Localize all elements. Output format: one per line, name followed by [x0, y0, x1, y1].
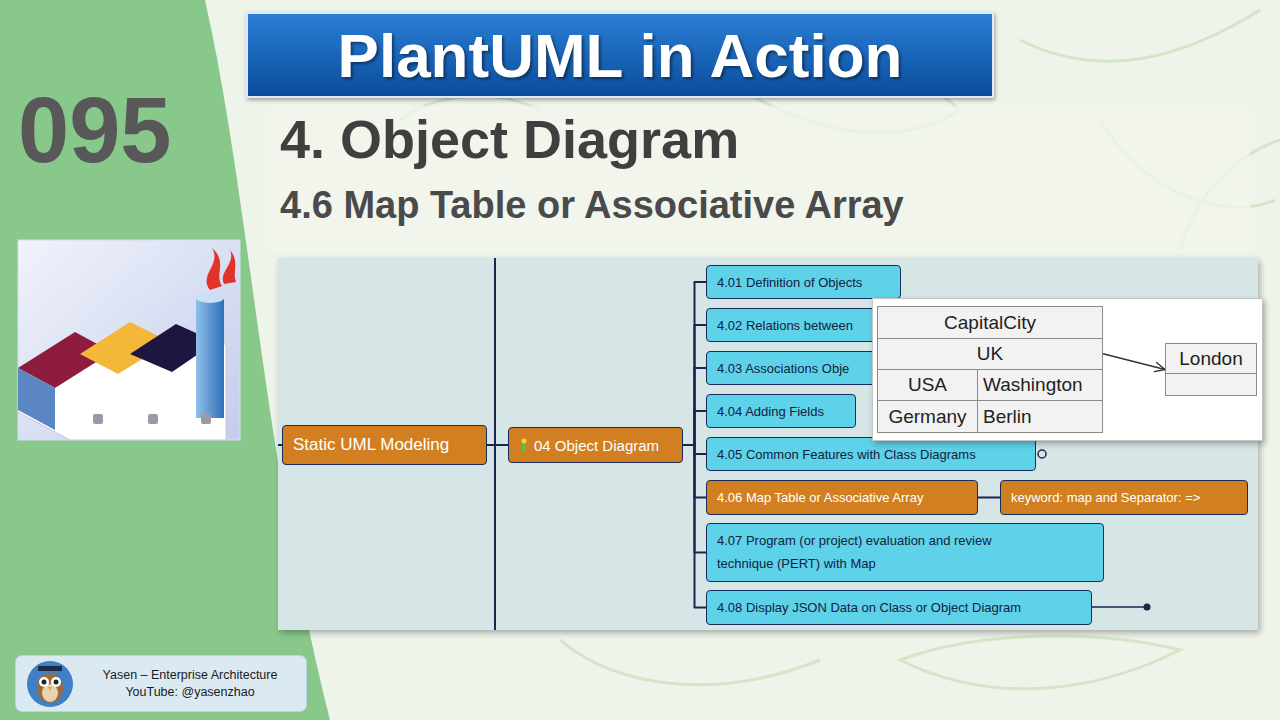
- note-topic: keyword: map and Separator: =>: [1000, 480, 1248, 515]
- connector: [978, 497, 1000, 498]
- subtopic: 4.08 Display JSON Data on Class or Objec…: [706, 590, 1092, 625]
- map-key-cell: USA: [878, 369, 978, 400]
- subtopic: 4.03 Associations Obje: [706, 351, 888, 385]
- node-text: Germany: [888, 406, 966, 428]
- node-text: keyword: map and Separator: =>: [1011, 490, 1200, 505]
- tail-dot: [1144, 604, 1151, 611]
- object-header: London: [1166, 344, 1256, 374]
- connector: [683, 282, 706, 445]
- plantuml-logo: [18, 240, 240, 440]
- subtopic: 4.07 Program (or project) evaluation and…: [706, 523, 1104, 582]
- subtopic-selected: 4.06 Map Table or Associative Array: [706, 480, 978, 515]
- node-text: 4.05 Common Features with Class Diagrams: [717, 447, 976, 462]
- connector-line: [683, 325, 706, 445]
- map-value-cell: Berlin: [978, 400, 1102, 432]
- title-banner: PlantUML in Action: [246, 12, 994, 98]
- map-key-cell: Germany: [878, 400, 978, 432]
- map-header: CapitalCity: [878, 307, 1102, 338]
- connector-line: [1102, 354, 1165, 370]
- connector-line: [683, 368, 706, 445]
- node-text: 4.07 Program (or project) evaluation and…: [717, 530, 1047, 576]
- map-key-row: UK: [878, 338, 1102, 369]
- heading-panel: [270, 106, 1250, 252]
- tail-line: [1092, 606, 1146, 608]
- object-box: London: [1165, 343, 1257, 396]
- map-table: CapitalCityUK USA WashingtonGermany Berlin: [877, 306, 1103, 433]
- subtopic: 4.05 Common Features with Class Diagrams: [706, 437, 1036, 471]
- connector: [683, 411, 706, 445]
- connector-line: [487, 444, 508, 446]
- node-text: YouTube: @yasenzhao: [125, 684, 254, 701]
- node-text: 04 Object Diagram: [534, 437, 659, 454]
- node-text: 4.08 Display JSON Data on Class or Objec…: [717, 600, 1021, 615]
- main-topic: 04 Object Diagram: [508, 427, 683, 463]
- topic-icon: [519, 438, 529, 452]
- node-text: Washington: [983, 374, 1083, 396]
- spine-line: [494, 258, 496, 630]
- connector: [683, 325, 706, 445]
- arrow-head: [1157, 362, 1165, 369]
- node-text: Static UML Modeling: [293, 435, 449, 455]
- node-text: USA: [908, 374, 947, 396]
- author-badge: Yasen – Enterprise ArchitectureYouTube: …: [15, 655, 307, 712]
- root-topic: Static UML Modeling: [282, 425, 487, 465]
- connector: [1102, 354, 1165, 372]
- title-text: PlantUML in Action: [338, 20, 903, 91]
- connector-line: [978, 497, 1000, 499]
- node-text: 4.01 Definition of Objects: [717, 275, 862, 290]
- map-value-cell: Washington: [978, 369, 1102, 400]
- subtopic: 4.02 Relations between: [706, 308, 888, 342]
- collapse-circle: [1038, 450, 1046, 458]
- connector-line: [683, 445, 706, 608]
- avatar: [26, 660, 74, 708]
- node-text: 4.03 Associations Obje: [717, 361, 849, 376]
- subtopic: 4.01 Definition of Objects: [706, 265, 901, 299]
- node-text: Yasen – Enterprise Architecture: [103, 667, 278, 684]
- connector: [487, 445, 508, 446]
- subtopic: 4.04 Adding Fields: [706, 394, 856, 428]
- connector-line: [683, 411, 706, 445]
- connector: [683, 368, 706, 445]
- node-text: UK: [977, 343, 1003, 365]
- chapter-heading: 4. Object Diagram: [280, 110, 739, 169]
- section-heading: 4.6 Map Table or Associative Array: [280, 185, 904, 227]
- arrow-head: [1154, 370, 1165, 372]
- node-text: 4.02 Relations between: [717, 318, 853, 333]
- connector: [683, 445, 706, 608]
- node-text: 4.06 Map Table or Associative Array: [717, 490, 923, 505]
- node-text: 4.04 Adding Fields: [717, 404, 824, 419]
- node-text: Berlin: [983, 406, 1032, 428]
- node-text: CapitalCity: [944, 312, 1036, 334]
- node-text: London: [1179, 348, 1242, 370]
- connector-line: [683, 282, 706, 445]
- episode-number: 095: [18, 80, 172, 181]
